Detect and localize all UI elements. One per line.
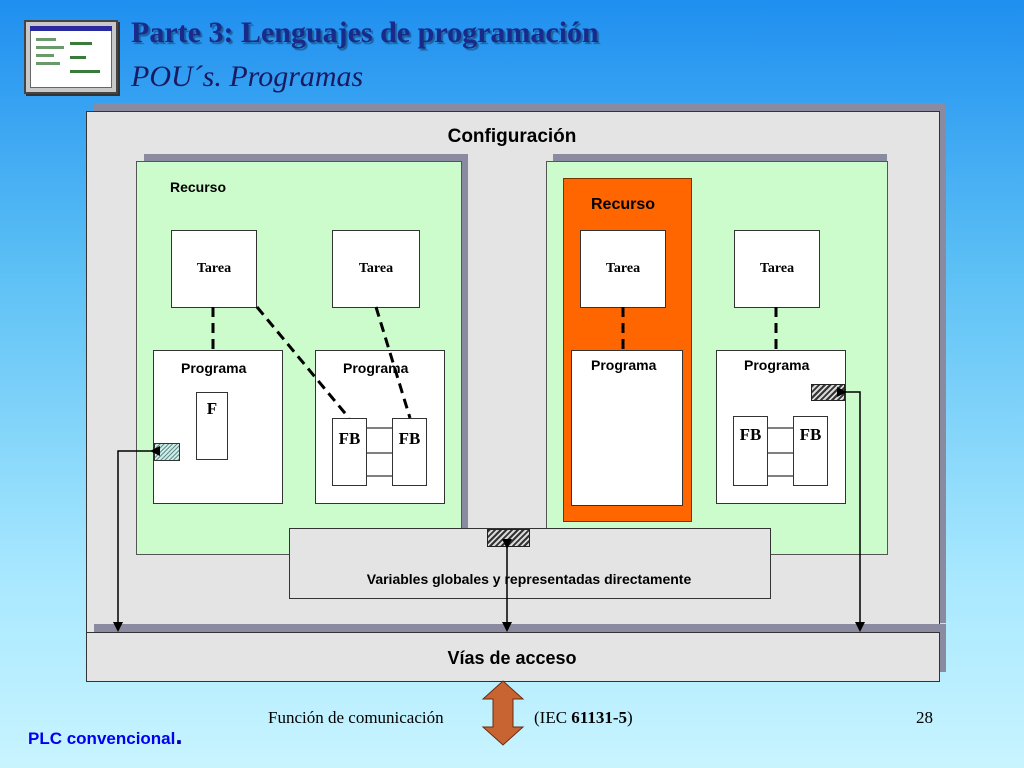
program-label: Programa (181, 360, 247, 376)
communication-function-label: Función de comunicación (268, 708, 444, 727)
task-program-links (211, 306, 778, 419)
access-paths-label: Vías de acceso (447, 648, 577, 668)
brand-mark: . (175, 720, 183, 750)
task-box: Tarea (580, 230, 666, 308)
task-box: Tarea (332, 230, 420, 308)
standard-suffix: ) (627, 708, 633, 727)
task-box: Tarea (171, 230, 257, 308)
page-number: 28 (916, 708, 933, 727)
program-box (153, 350, 283, 504)
resource-right-label: Recurso (591, 196, 656, 213)
function-block-f: F (196, 392, 228, 460)
function-block: FB (733, 416, 768, 486)
task-label: Tarea (196, 261, 232, 276)
fb-label: FB (398, 429, 421, 448)
access-path-arrows (113, 387, 865, 632)
task-label: Tarea (605, 261, 641, 276)
slide-subtitle: POU´s. Programas (131, 60, 364, 93)
slide-title: Parte 3: Lenguajes de programación (131, 16, 599, 49)
fb-connections (367, 427, 793, 477)
brand-footer: PLC convencional. (28, 720, 183, 751)
fb-label: FB (799, 425, 822, 444)
presentation-logo-icon (24, 20, 118, 94)
program-label: Programa (591, 357, 657, 373)
standard-reference: (IEC 61131-5) (534, 708, 633, 728)
standard-prefix: (IEC (534, 708, 572, 727)
program-label: Programa (343, 360, 409, 376)
function-block: FB (793, 416, 828, 486)
resource-left-label: Recurso (170, 179, 227, 195)
global-variables-label: Variables globales y representadas direc… (366, 571, 692, 587)
program-box (571, 350, 683, 506)
task-box: Tarea (734, 230, 820, 308)
configuration-label: Configuración (447, 126, 577, 147)
task-label: Tarea (358, 261, 394, 276)
fb-label: FB (338, 429, 361, 448)
program-label: Programa (744, 357, 810, 373)
access-paths-box (86, 632, 940, 682)
standard-number: 61131-5 (571, 708, 628, 727)
function-block: FB (392, 418, 427, 486)
communication-arrow-icon (481, 680, 525, 746)
function-block: FB (332, 418, 367, 486)
global-variables-box (289, 528, 771, 599)
function-label: F (206, 399, 218, 418)
fb-label: FB (739, 425, 762, 444)
task-label: Tarea (759, 261, 795, 276)
brand-label: PLC convencional (28, 729, 176, 748)
